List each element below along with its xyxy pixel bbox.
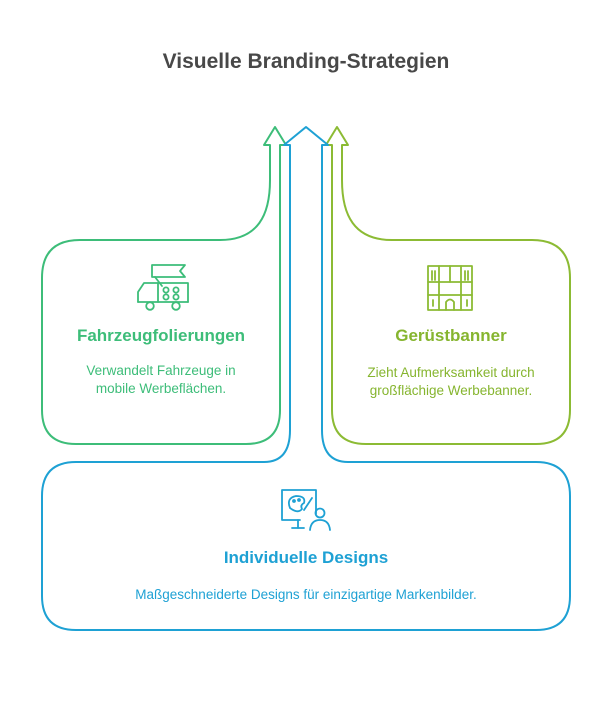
card-desc-geruestbanner: Zieht Aufmerksamkeit durch großflächige …	[367, 365, 535, 398]
card-outline-geruestbanner	[325, 126, 571, 445]
card-desc-fahrzeugfolierungen: Verwandelt Fahrzeuge in mobile Werbefläc…	[86, 363, 236, 396]
card-title-fahrzeugfolierungen: Fahrzeugfolierungen	[76, 326, 246, 345]
card-outline-individuelle-designs	[41, 126, 571, 631]
card-desc-individuelle-designs: Maßgeschneiderte Designs für einzigartig…	[135, 587, 477, 602]
page-title: Visuelle Branding-Strategien	[162, 50, 450, 73]
card-title-individuelle-designs: Individuelle Designs	[223, 548, 389, 567]
designer-screen-icon	[281, 489, 331, 531]
vehicle-icon	[137, 264, 189, 311]
card-outline-fahrzeugfolierungen	[41, 126, 287, 445]
card-title-geruestbanner: Gerüstbanner	[395, 326, 507, 345]
scaffold-building-icon	[427, 265, 473, 311]
